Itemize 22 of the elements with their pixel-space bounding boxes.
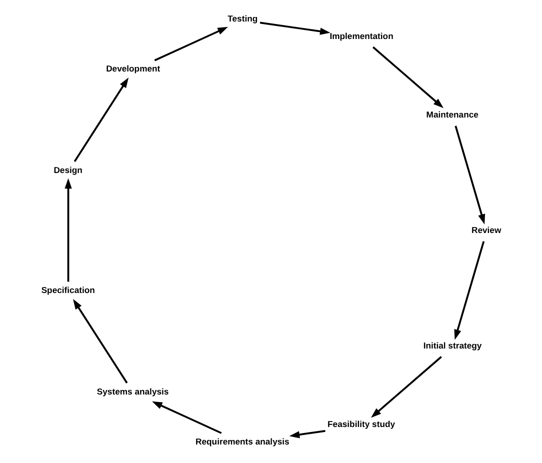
arrow <box>454 241 484 340</box>
arrow <box>64 178 72 282</box>
arrow <box>152 401 222 434</box>
arrow <box>288 430 325 438</box>
node-text: Development <box>106 64 160 74</box>
node-text: Initial strategy <box>422 340 482 350</box>
arrow <box>259 22 330 35</box>
node-text: Maintenance <box>426 110 478 120</box>
node-text: Feasibility study <box>327 419 395 430</box>
node-text: Systems analysis <box>96 386 168 396</box>
node-text: Implementation <box>329 30 393 41</box>
arrow <box>73 78 128 162</box>
arrow <box>72 299 128 384</box>
arrow <box>372 46 444 108</box>
arrow <box>454 126 485 224</box>
node-text: Requirements analysis <box>195 436 289 446</box>
node-text: Design <box>53 164 82 175</box>
node-text: Testing <box>227 14 258 24</box>
node-text: Specification <box>40 285 94 296</box>
arrow <box>154 26 228 62</box>
arrow <box>370 356 442 418</box>
node-text: Review <box>471 225 501 236</box>
